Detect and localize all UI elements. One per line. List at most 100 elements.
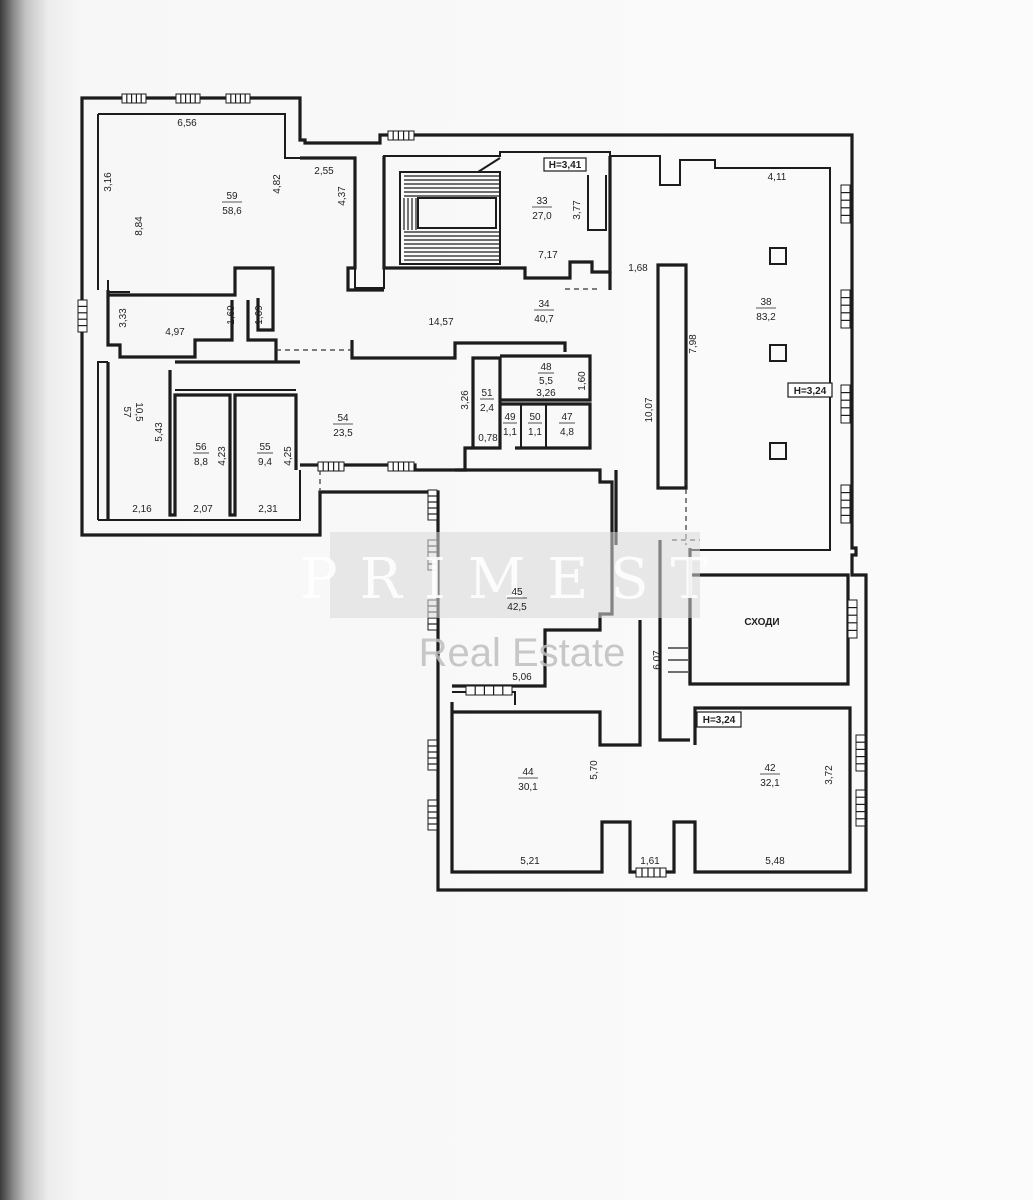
- room-label: 45 42,5: [507, 587, 527, 613]
- dimension-label: 1,60: [577, 371, 588, 391]
- room-area: 58,6: [222, 206, 242, 217]
- height-label: H=3,41: [549, 160, 582, 171]
- room-area: 10,5: [133, 402, 144, 422]
- room-label: 42 32,1: [760, 763, 780, 789]
- room-number: 55: [259, 442, 271, 453]
- dimension-label: 4,37: [337, 186, 348, 206]
- dimension-label: 1,61: [640, 856, 660, 867]
- dimension-label: 4,25: [283, 446, 294, 466]
- room-number: 34: [538, 299, 550, 310]
- dimension-label: 1,68: [628, 263, 648, 274]
- dimension-label: 3,16: [103, 172, 114, 192]
- room-area: 1,1: [503, 427, 517, 438]
- window-frame: [840, 384, 851, 424]
- room-label: 48 5,5: [538, 362, 554, 387]
- room-area: 5,5: [539, 376, 553, 387]
- room-label: 54 23,5: [333, 413, 353, 439]
- room-area: 23,5: [333, 428, 353, 439]
- room-number: 51: [481, 388, 493, 399]
- dimension-label: 4,11: [768, 172, 787, 183]
- window-frame: [427, 739, 438, 771]
- dimension-label: 2,07: [193, 504, 213, 515]
- room-area: 32,1: [760, 778, 780, 789]
- room-area: 30,1: [518, 782, 538, 793]
- room-label: 38 83,2: [756, 297, 776, 323]
- room-number: 48: [540, 362, 552, 373]
- room-label: 50 1,1: [528, 412, 542, 438]
- dimension-label: 14,57: [428, 317, 453, 328]
- dimension-label: 5,70: [589, 760, 600, 780]
- stairs-label: СХОДИ: [744, 617, 779, 628]
- room-label: 33 27,0: [532, 196, 552, 222]
- room-area: 40,7: [534, 314, 554, 325]
- dimension-label: 3,77: [572, 200, 583, 220]
- outer-walls: [80, 96, 868, 892]
- room-label: 44 30,1: [518, 767, 538, 793]
- watermark-brand: PRIMEST: [300, 547, 730, 612]
- window-frame: [225, 93, 251, 104]
- room-number: 57: [121, 406, 132, 418]
- dimension-label: 3,72: [824, 765, 835, 785]
- columns: [769, 247, 787, 460]
- window-frame: [427, 489, 438, 521]
- window-frame: [847, 599, 858, 639]
- dimension-label: 7,98: [688, 334, 699, 354]
- room-area: 8,8: [194, 457, 208, 468]
- dimension-label: 5,48: [765, 856, 785, 867]
- height-marker: H=3,24: [787, 382, 833, 398]
- room-label: 34 40,7: [534, 299, 554, 325]
- room-label: 59 58,6: [222, 191, 242, 217]
- dimension-label: 0,78: [478, 433, 498, 444]
- dimension-label: 5,21: [520, 856, 540, 867]
- room-area: 42,5: [507, 602, 527, 613]
- room-area: 4,8: [560, 427, 574, 438]
- room-number: 44: [522, 767, 534, 778]
- dimension-label: 3,26: [536, 388, 556, 399]
- room-area: 9,4: [258, 457, 272, 468]
- window-frame: [635, 867, 667, 878]
- dimension-label: 1,69: [226, 305, 237, 325]
- dimension-label: 4,97: [165, 327, 185, 338]
- window-frame: [855, 734, 866, 772]
- window-frame: [465, 685, 513, 696]
- room-number: 50: [529, 412, 541, 423]
- dimension-label: 5,06: [512, 672, 532, 683]
- dimension-label: 4,23: [217, 446, 228, 466]
- window-frame: [855, 789, 866, 827]
- window-frame: [175, 93, 201, 104]
- height-marker: H=3,24: [696, 711, 742, 728]
- room-label: 55 9,4: [257, 442, 273, 468]
- watermark-subtitle: Real Estate: [419, 631, 626, 675]
- room-area: 1,1: [528, 427, 542, 438]
- staircase: [399, 157, 688, 673]
- dimension-label: 3,33: [118, 308, 129, 328]
- dimension-label: 6,07: [652, 650, 663, 670]
- room-number: 49: [504, 412, 516, 423]
- dimension-label: 2,55: [314, 166, 334, 177]
- dimension-label: 1,69: [254, 305, 265, 325]
- height-label: H=3,24: [703, 715, 736, 726]
- room-label: 47 4,8: [559, 412, 575, 438]
- dimension-label: 2,16: [132, 504, 152, 515]
- window-frame: [840, 484, 851, 524]
- window-frame: [121, 93, 147, 104]
- room-number: 54: [337, 413, 349, 424]
- dimension-label: 3,26: [460, 390, 471, 410]
- room-label: 56 8,8: [193, 442, 209, 468]
- dimension-label: 4,82: [272, 174, 283, 194]
- window-frame: [840, 289, 851, 329]
- dimension-label: 5,43: [154, 422, 165, 442]
- room-area: 83,2: [756, 312, 776, 323]
- window-frame: [387, 130, 415, 141]
- watermark: PRIMEST Real Estate: [300, 532, 730, 675]
- room-label: 57 10,5: [121, 402, 144, 422]
- window-frame: [387, 461, 415, 472]
- room-number: 42: [764, 763, 776, 774]
- room-area: 27,0: [532, 211, 552, 222]
- dimension-label: 8,84: [134, 216, 145, 236]
- room-number: 47: [561, 412, 573, 423]
- dimension-label: 6,56: [177, 118, 197, 129]
- window-frame: [317, 461, 345, 472]
